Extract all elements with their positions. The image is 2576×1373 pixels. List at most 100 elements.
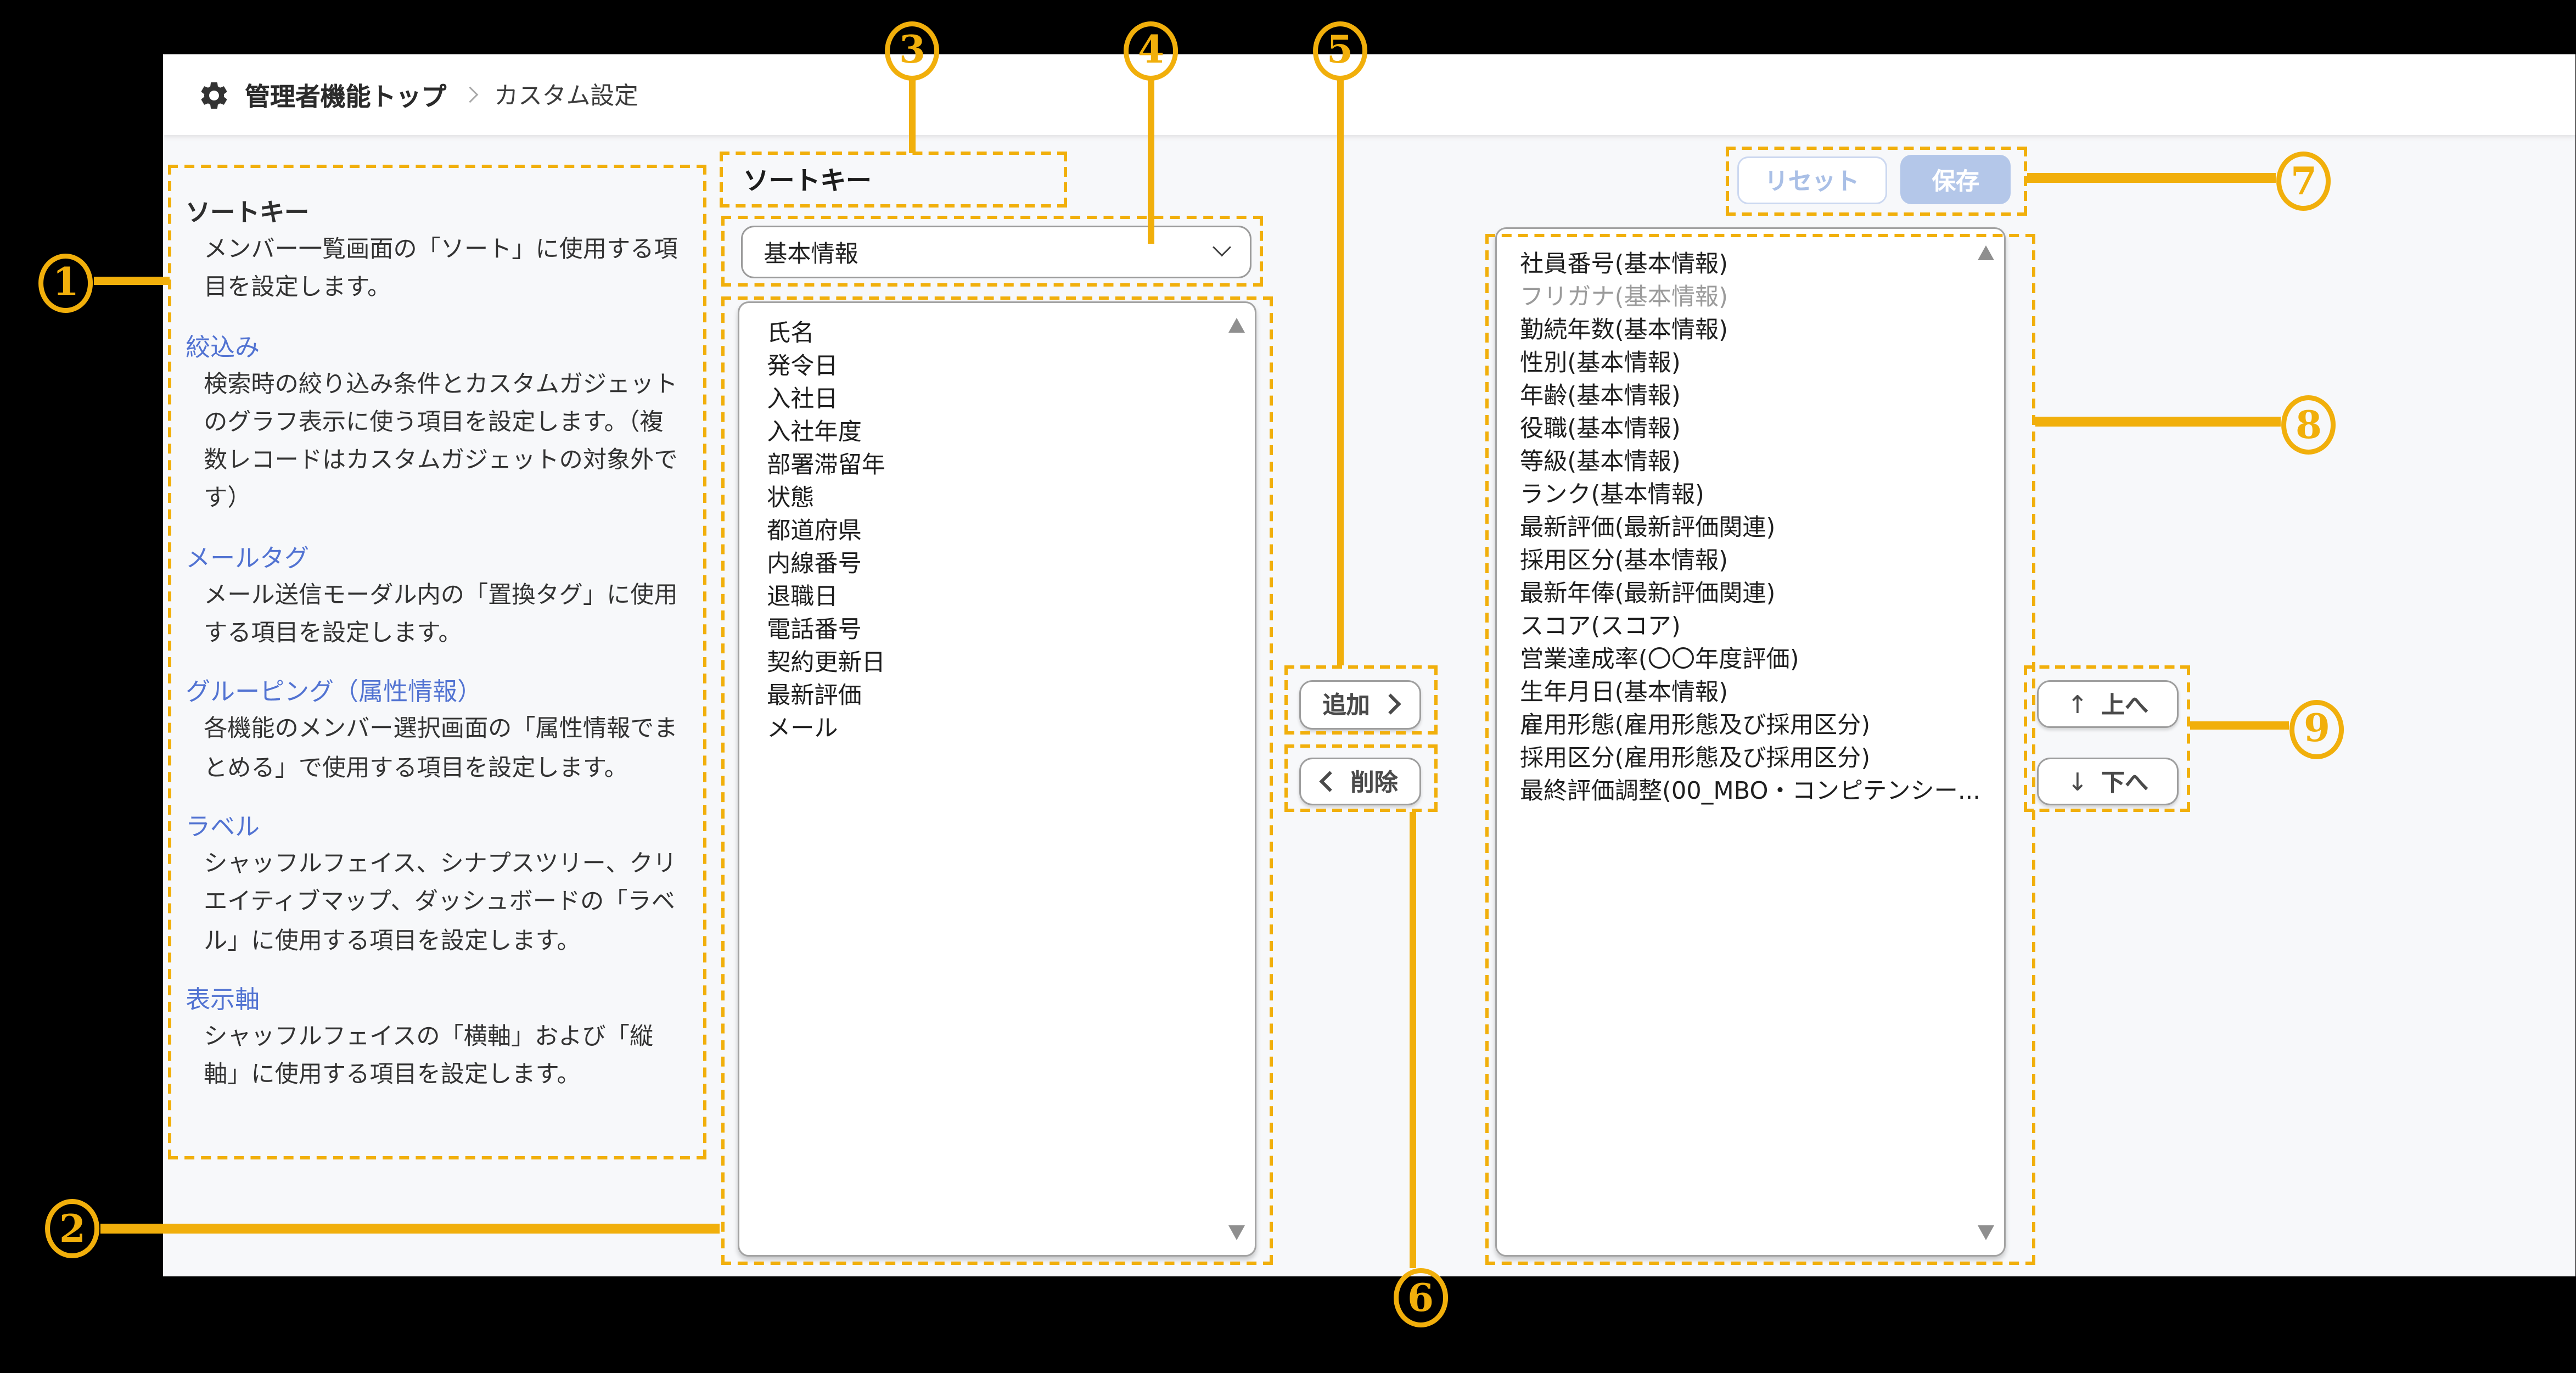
available-option[interactable]: 氏名	[767, 322, 815, 349]
available-option[interactable]: 都道府県	[767, 519, 862, 546]
available-option[interactable]: 状態	[767, 486, 815, 513]
available-option[interactable]: 退職日	[767, 585, 838, 612]
available-option[interactable]: 最新評価	[767, 684, 862, 711]
remove-button[interactable]: 削除	[1299, 758, 1422, 805]
selected-option[interactable]: 社員番号(基本情報)	[1519, 251, 1728, 278]
sidebar-section-title[interactable]: グルーピング（属性情報）	[186, 677, 482, 708]
save-button-label: 保存	[1932, 169, 1980, 196]
breadcrumb-root[interactable]: 管理者機能トップ	[245, 82, 447, 112]
chevron-right-icon	[462, 87, 479, 104]
sidebar-section-title[interactable]: ソートキー	[186, 198, 310, 227]
breadcrumb-current: カスタム設定	[494, 82, 638, 111]
selected-option[interactable]: 勤続年数(基本情報)	[1519, 317, 1728, 344]
selected-option[interactable]: 生年月日(基本情報)	[1519, 680, 1728, 707]
selected-option[interactable]: 雇用形態(雇用形態及び採用区分)	[1519, 713, 1871, 739]
callout-line-1	[94, 276, 170, 285]
page-title: ソートキー	[743, 166, 872, 197]
sidebar-section: メールタグ メール送信モーダル内の「置換タグ」に使用する項目を設定します。	[186, 538, 680, 654]
sidebar-section: ラベル シャッフルフェイス、シナプスツリー、クリエイティブマップ、ダッシュボード…	[186, 807, 680, 962]
sidebar-section-description: メンバー一覧画面の「ソート」に使用する項目を設定します。	[204, 237, 678, 302]
callout-box-1-sidebar	[167, 165, 706, 1159]
selected-option[interactable]: フリガナ(基本情報)	[1519, 284, 1728, 311]
category-select[interactable]: 基本情報	[740, 226, 1252, 278]
callout-badge-8: 8	[2281, 395, 2336, 455]
move-down-button-label: 下へ	[2101, 771, 2149, 798]
gear-icon	[200, 82, 227, 109]
scroll-down-arrow[interactable]	[1228, 1225, 1245, 1240]
available-option[interactable]: 発令日	[767, 355, 838, 382]
callout-box-8-selected-list	[1485, 234, 2035, 1265]
callout-line-6	[1410, 812, 1417, 1269]
selected-option[interactable]: ランク(基本情報)	[1519, 482, 1704, 509]
arrow-down-icon: ↓	[2067, 766, 2088, 797]
callout-badge-9: 9	[2289, 699, 2344, 759]
selected-option[interactable]: 最新年俸(最新評価関連)	[1519, 581, 1776, 608]
selected-option[interactable]: 最終評価調整(00_MBO・コンピテンシー...	[1519, 778, 1981, 805]
callout-line-7	[2027, 173, 2276, 182]
scroll-up-arrow[interactable]	[1977, 245, 1994, 260]
sidebar-section-description: シャッフルフェイス、シナプスツリー、クリエイティブマップ、ダッシュボードの「ラベ…	[204, 851, 677, 955]
selected-option[interactable]: 採用区分(雇用形態及び採用区分)	[1519, 746, 1871, 772]
available-option[interactable]: 契約更新日	[767, 651, 885, 678]
remove-button-label: 削除	[1350, 770, 1398, 797]
callout-box-9-updown	[2024, 665, 2190, 812]
callout-badge-2: 2	[45, 1199, 100, 1258]
callout-line-2	[100, 1224, 720, 1233]
callout-badge-6: 6	[1393, 1268, 1449, 1327]
reset-button[interactable]: リセット	[1737, 156, 1887, 205]
available-option[interactable]: 電話番号	[767, 618, 862, 645]
scroll-down-arrow[interactable]	[1977, 1225, 1994, 1240]
callout-badge-5: 5	[1312, 21, 1368, 81]
move-up-button-label: 上へ	[2101, 693, 2149, 720]
callout-box-3-heading	[720, 152, 1068, 208]
sidebar-section-title[interactable]: 絞込み	[186, 332, 260, 362]
available-listbox[interactable]: 氏名発令日入社日入社年度部署滞留年状態都道府県内線番号退職日電話番号契約更新日最…	[737, 301, 1257, 1257]
breadcrumb-bar: 管理者機能トップ カスタム設定	[162, 54, 2576, 136]
arrow-up-icon: ↑	[2067, 689, 2088, 719]
selected-option[interactable]: 採用区分(基本情報)	[1519, 548, 1728, 575]
category-select-value: 基本情報	[764, 241, 858, 268]
callout-line-5	[1337, 77, 1344, 666]
sidebar-section-description: シャッフルフェイスの「横軸」および「縦軸」に使用する項目を設定します。	[204, 1024, 654, 1089]
sidebar-section-title[interactable]: ラベル	[186, 811, 260, 842]
sidebar-section-title[interactable]: メールタグ	[186, 543, 310, 573]
callout-line-3	[909, 77, 916, 153]
callout-box-2-available-list	[721, 296, 1273, 1265]
selected-option[interactable]: 役職(基本情報)	[1519, 416, 1681, 443]
callout-badge-3: 3	[885, 21, 940, 81]
sidebar-section-description: 検索時の絞り込み条件とカスタムガジェットのグラフ表示に使う項目を設定します。（複…	[204, 371, 678, 513]
selected-option[interactable]: 年齢(基本情報)	[1519, 383, 1681, 410]
callout-line-8	[2035, 417, 2281, 426]
selected-option[interactable]: 等級(基本情報)	[1519, 449, 1681, 476]
callout-badge-1: 1	[38, 253, 93, 312]
callout-box-4-dropdown	[721, 215, 1264, 288]
callout-line-9	[2190, 721, 2289, 730]
available-option[interactable]: 内線番号	[767, 552, 862, 579]
save-button[interactable]: 保存	[1900, 155, 2011, 205]
move-down-button[interactable]: ↓ 下へ	[2036, 758, 2180, 806]
sidebar-section: ソートキー メンバー一覧画面の「ソート」に使用する項目を設定します。	[186, 193, 680, 309]
available-option[interactable]: 部署滞留年	[767, 453, 885, 480]
available-option[interactable]: 入社年度	[767, 421, 862, 447]
add-button-label: 追加	[1322, 694, 1370, 721]
sidebar-section-description: メール送信モーダル内の「置換タグ」に使用する項目を設定します。	[204, 582, 678, 648]
selected-option[interactable]: 最新評価(最新評価関連)	[1519, 515, 1776, 542]
callout-line-4	[1148, 77, 1154, 244]
add-button[interactable]: 追加	[1299, 680, 1422, 729]
selected-listbox[interactable]: 社員番号(基本情報) フリガナ(基本情報) 勤続年数(基本情報) 性別(基本情報) 年齢…	[1495, 227, 2006, 1257]
available-option[interactable]: 入社日	[767, 388, 838, 414]
sidebar-section: 表示軸 シャッフルフェイスの「横軸」および「縦軸」に使用する項目を設定します。	[186, 980, 680, 1096]
sidebar-section-description: 各機能のメンバー選択画面の「属性情報でまとめる」で使用する項目を設定します。	[204, 717, 678, 782]
callout-box-7-toolbar	[1726, 147, 2027, 215]
scroll-up-arrow[interactable]	[1228, 317, 1245, 333]
sidebar-section-title[interactable]: 表示軸	[186, 984, 260, 1015]
callout-badge-7: 7	[2276, 152, 2331, 211]
available-option[interactable]: メール	[767, 717, 838, 744]
move-up-button[interactable]: ↑ 上へ	[2036, 680, 2180, 729]
selected-option[interactable]: スコア(スコア)	[1519, 614, 1681, 641]
selected-option[interactable]: 性別(基本情報)	[1519, 350, 1681, 377]
sidebar-section: 絞込み 検索時の絞り込み条件とカスタムガジェットのグラフ表示に使う項目を設定しま…	[186, 327, 680, 520]
selected-option[interactable]: 営業達成率(〇〇年度評価)	[1519, 647, 1799, 674]
